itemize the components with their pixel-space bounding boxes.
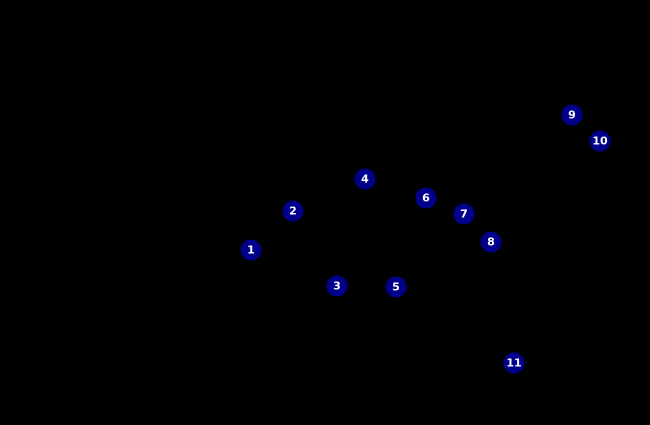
som-marker-label: 1: [247, 243, 255, 257]
som-marker-label: 4: [361, 172, 369, 186]
som-marker-5[interactable]: 5: [385, 276, 407, 298]
som-marker-2[interactable]: 2: [282, 200, 304, 222]
som-marker-10[interactable]: 10: [589, 130, 611, 152]
som-marker-9[interactable]: 9: [561, 104, 583, 126]
som-marker-8[interactable]: 8: [480, 231, 502, 253]
som-marker-3[interactable]: 3: [326, 275, 348, 297]
som-marker-label: 2: [289, 204, 297, 218]
som-marker-11[interactable]: 11: [503, 352, 525, 374]
som-marker-label: 9: [568, 108, 576, 122]
som-marker-7[interactable]: 7: [453, 203, 475, 225]
som-marker-label: 6: [422, 191, 430, 205]
som-marker-label: 10: [592, 134, 608, 148]
som-marker-1[interactable]: 1: [240, 239, 262, 261]
som-marker-label: 7: [460, 207, 468, 221]
som-marker-label: 8: [487, 235, 495, 249]
som-marker-6[interactable]: 6: [415, 187, 437, 209]
som-marker-4[interactable]: 4: [354, 168, 376, 190]
som-marker-label: 3: [333, 279, 341, 293]
som-marker-label: 11: [506, 356, 522, 370]
som-marker-label: 5: [392, 280, 400, 294]
